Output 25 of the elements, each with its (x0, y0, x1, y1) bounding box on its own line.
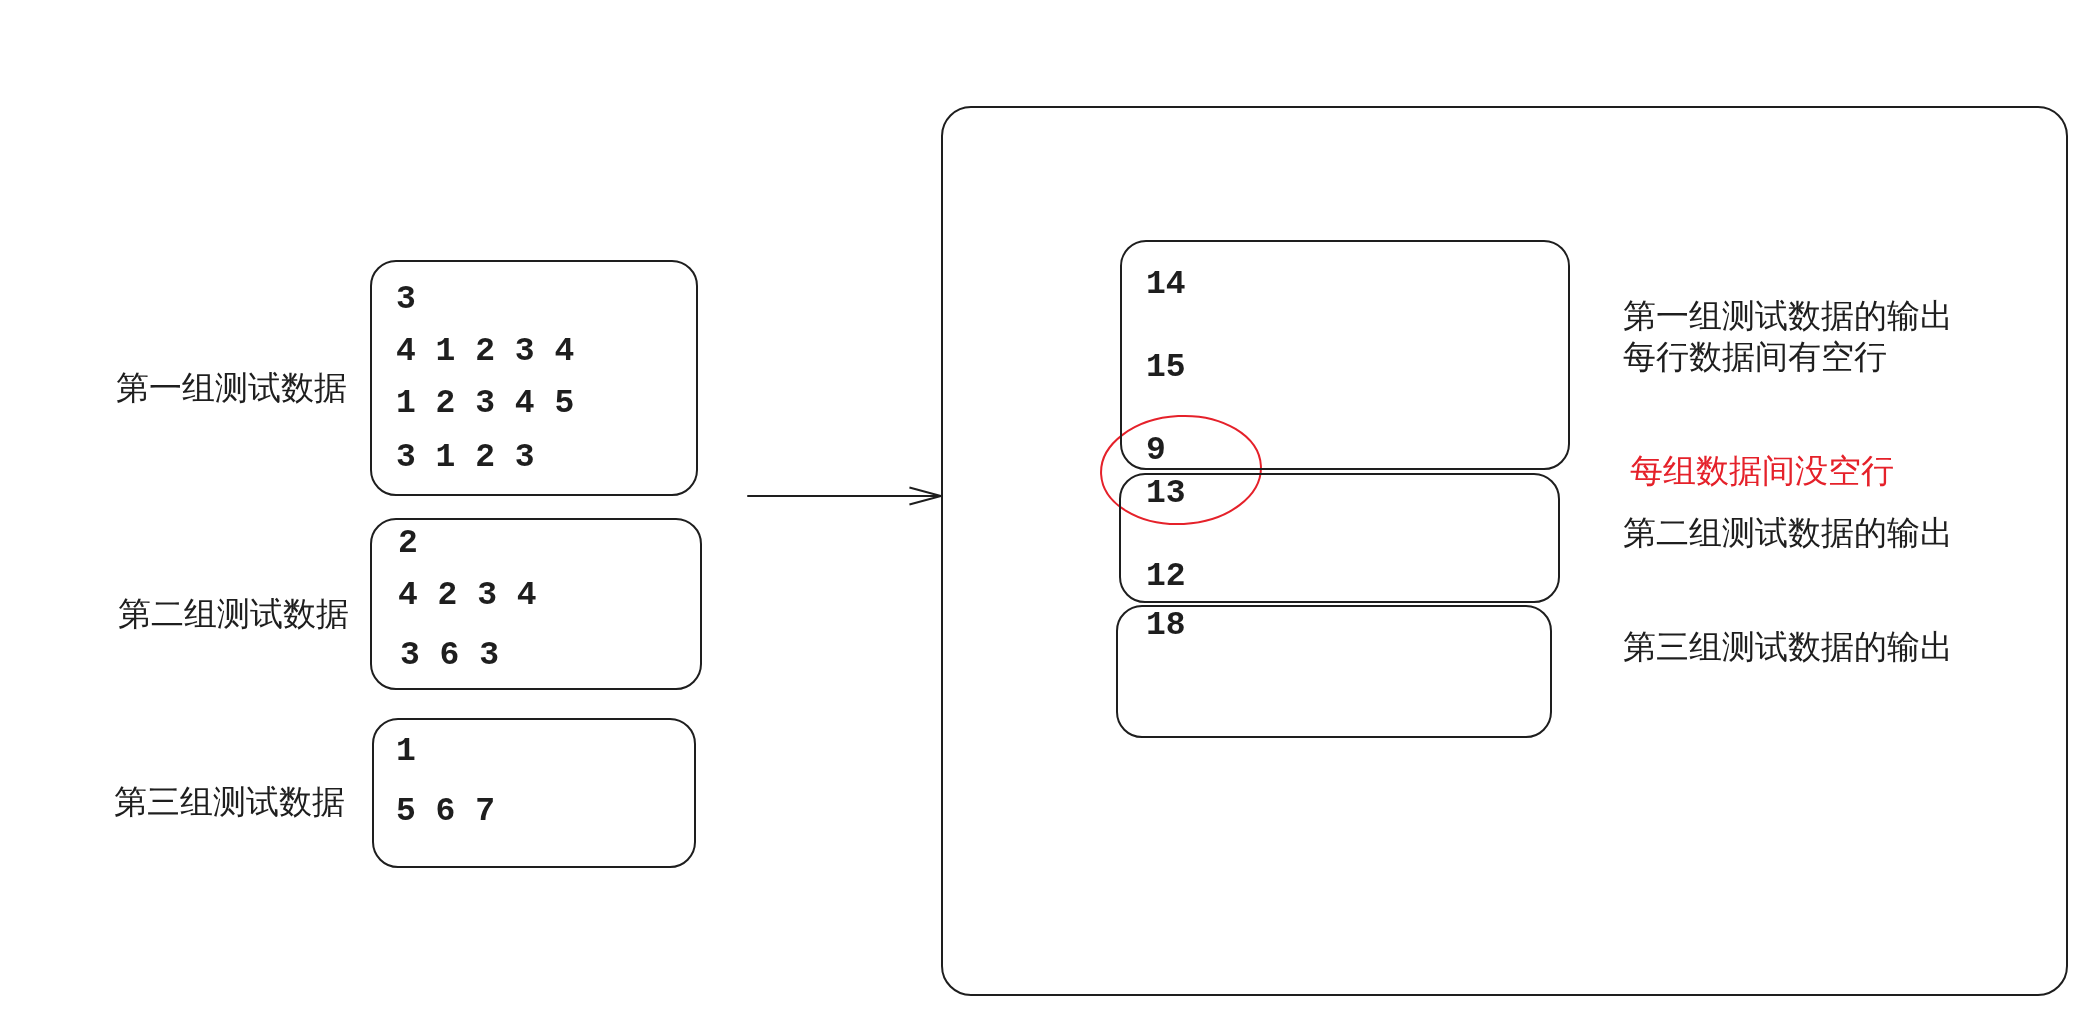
output-value: 9 (1146, 434, 1166, 468)
output-value: 14 (1146, 268, 1186, 302)
group-label: 第二组测试数据 (118, 594, 349, 634)
output-label: 第一组测试数据的输出 (1623, 296, 1953, 336)
number-row: 2 (398, 527, 418, 561)
number-row: 4 2 3 4 (398, 579, 537, 613)
number-row: 4 1 2 3 4 (396, 335, 575, 369)
group-label: 第一组测试数据 (116, 368, 347, 408)
output-value: 13 (1146, 477, 1186, 511)
group-label: 第三组测试数据 (114, 782, 345, 822)
output-panel (941, 106, 2068, 996)
output-value: 12 (1146, 560, 1186, 594)
note-label: 每行数据间有空行 (1623, 337, 1887, 377)
number-row: 3 1 2 3 (396, 441, 535, 475)
output-label: 第二组测试数据的输出 (1623, 513, 1953, 553)
note-label: 每组数据间没空行 (1630, 451, 1894, 491)
number-row: 1 2 3 4 5 (396, 387, 575, 421)
output-value: 18 (1146, 609, 1186, 643)
number-row: 1 (396, 735, 416, 769)
output-value: 15 (1146, 351, 1186, 385)
output-label: 第三组测试数据的输出 (1623, 627, 1953, 667)
arrow (747, 486, 942, 506)
number-row: 3 (396, 283, 416, 317)
number-row: 5 6 7 (396, 795, 496, 829)
number-row: 3 6 3 (400, 639, 500, 673)
